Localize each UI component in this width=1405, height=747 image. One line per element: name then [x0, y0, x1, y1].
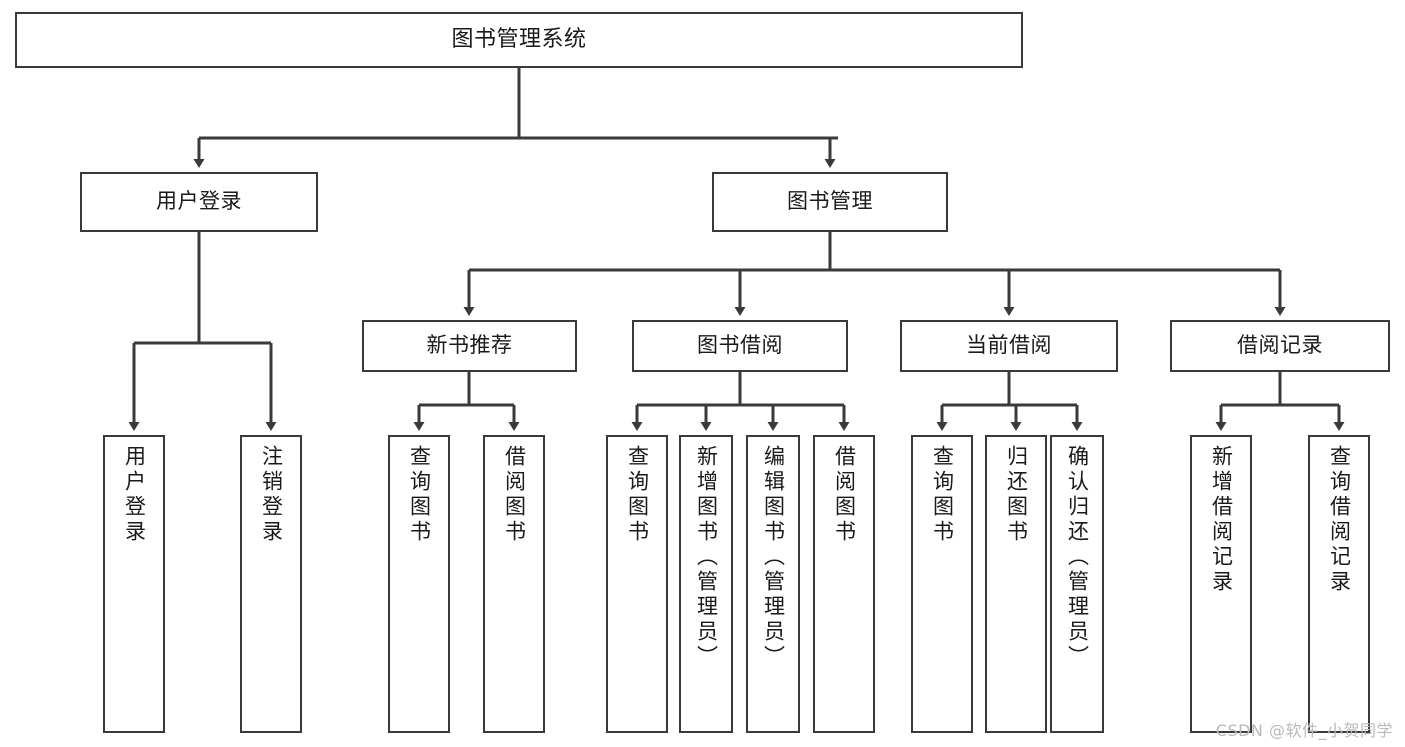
node-root[interactable]: 图书管理系统: [15, 12, 1023, 68]
node-leaf-user-login[interactable]: 用户登录: [103, 435, 165, 733]
node-leaf-query-record[interactable]: 查询借阅记录: [1308, 435, 1370, 733]
node-leaf-add-record[interactable]: 新增借阅记录: [1190, 435, 1252, 733]
node-leaf-edit-book-label: 编辑图书（管理员）: [761, 445, 786, 670]
node-new-book-recommend[interactable]: 新书推荐: [362, 320, 577, 372]
node-current-borrow-label: 当前借阅: [966, 333, 1052, 358]
node-leaf-query-book-1-label: 查询图书: [407, 445, 432, 545]
node-leaf-add-book-label: 新增图书（管理员）: [694, 445, 719, 670]
node-leaf-query-book-3-label: 查询图书: [930, 445, 955, 545]
node-current-borrow[interactable]: 当前借阅: [900, 320, 1118, 372]
node-leaf-return-book[interactable]: 归还图书: [985, 435, 1047, 733]
node-leaf-logout[interactable]: 注销登录: [240, 435, 302, 733]
node-leaf-borrow-book-1[interactable]: 借阅图书: [483, 435, 545, 733]
node-leaf-query-book-2[interactable]: 查询图书: [606, 435, 668, 733]
node-leaf-edit-book[interactable]: 编辑图书（管理员）: [746, 435, 800, 733]
node-book-borrow-label: 图书借阅: [697, 333, 783, 358]
node-leaf-add-book[interactable]: 新增图书（管理员）: [679, 435, 733, 733]
node-leaf-query-book-3[interactable]: 查询图书: [911, 435, 973, 733]
node-book-manage[interactable]: 图书管理: [712, 172, 948, 232]
node-root-label: 图书管理系统: [451, 26, 587, 52]
node-leaf-borrow-book-2[interactable]: 借阅图书: [813, 435, 875, 733]
node-borrow-record-label: 借阅记录: [1237, 333, 1323, 358]
node-leaf-query-book-2-label: 查询图书: [625, 445, 650, 545]
node-leaf-borrow-book-2-label: 借阅图书: [832, 445, 857, 545]
node-borrow-record[interactable]: 借阅记录: [1170, 320, 1390, 372]
node-book-manage-label: 图书管理: [787, 189, 873, 214]
node-leaf-query-book-1[interactable]: 查询图书: [388, 435, 450, 733]
node-leaf-logout-label: 注销登录: [259, 445, 284, 545]
node-user-login[interactable]: 用户登录: [80, 172, 318, 232]
node-leaf-confirm-return[interactable]: 确认归还（管理员）: [1050, 435, 1104, 733]
node-leaf-borrow-book-1-label: 借阅图书: [502, 445, 527, 545]
node-leaf-return-book-label: 归还图书: [1004, 445, 1029, 545]
node-new-book-recommend-label: 新书推荐: [426, 333, 513, 358]
node-leaf-confirm-return-label: 确认归还（管理员）: [1065, 445, 1090, 670]
node-book-borrow[interactable]: 图书借阅: [632, 320, 848, 372]
node-leaf-query-record-label: 查询借阅记录: [1327, 445, 1352, 595]
node-leaf-add-record-label: 新增借阅记录: [1209, 445, 1234, 595]
node-user-login-label: 用户登录: [156, 189, 242, 214]
node-leaf-user-login-label: 用户登录: [122, 445, 147, 545]
